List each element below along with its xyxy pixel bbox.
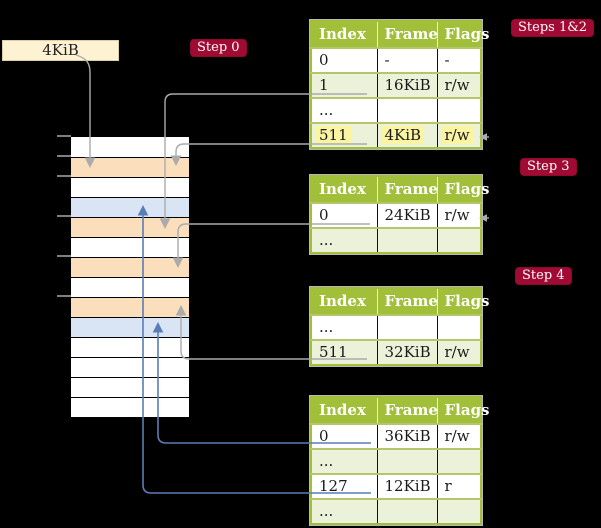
flags-cell: r/w xyxy=(437,339,481,365)
flags-cell xyxy=(437,314,481,340)
column-header: Index xyxy=(311,21,378,48)
memory-row-2 xyxy=(71,177,189,197)
flags-cell: r xyxy=(437,473,481,499)
flags-cell xyxy=(437,97,481,123)
memory-row-9 xyxy=(71,317,189,337)
column-header: Frame xyxy=(377,21,438,48)
index-cell: 0 xyxy=(311,47,378,73)
column-header: Flags xyxy=(437,397,490,424)
memory-row-1 xyxy=(71,157,189,177)
frame-cell: 12KiB xyxy=(377,473,438,499)
flags-cell: r/w xyxy=(437,423,481,449)
frame-cell xyxy=(377,448,438,474)
flags-cell xyxy=(437,498,481,524)
column-header: Flags xyxy=(437,176,490,203)
column-header: Index xyxy=(311,397,378,424)
flags-cell: - xyxy=(437,47,481,73)
memory-row-8 xyxy=(71,297,189,317)
flags-cell xyxy=(437,448,481,474)
memory-row-11 xyxy=(71,357,189,377)
frame-cell: 24KiB xyxy=(377,202,438,228)
frame-cell: 36KiB xyxy=(377,423,438,449)
index-cell: 1 xyxy=(311,72,378,98)
frame-cell xyxy=(377,314,438,340)
badge-step3: Step 3 xyxy=(520,158,577,176)
index-cell: 0 xyxy=(311,423,378,449)
flags-cell: r/w xyxy=(437,122,481,148)
flags-cell: r/w xyxy=(437,202,481,228)
badge-step4: Step 4 xyxy=(515,267,572,285)
column-header: Flags xyxy=(437,21,490,48)
table-row: 0-- xyxy=(311,47,481,73)
cr3-register-label: 4KiB xyxy=(42,41,79,59)
memory-row-5 xyxy=(71,237,189,257)
badge-steps12: Steps 1&2 xyxy=(511,19,595,37)
column-header: Index xyxy=(311,176,378,203)
physical-memory-stack xyxy=(70,136,190,417)
frame-cell: 16KiB xyxy=(377,72,438,98)
index-cell: ... xyxy=(311,227,378,253)
memory-row-12 xyxy=(71,377,189,397)
memory-row-10 xyxy=(71,337,189,357)
index-cell: ... xyxy=(311,498,378,524)
column-header: Frame xyxy=(377,176,438,203)
column-header: Index xyxy=(311,288,378,315)
frame-cell: 32KiB xyxy=(377,339,438,365)
memory-row-7 xyxy=(71,277,189,297)
highlighted-value: r/w xyxy=(441,125,473,144)
highlighted-value: 511 xyxy=(316,125,351,144)
table-row: ... xyxy=(311,97,481,123)
table-row: ... xyxy=(311,448,481,474)
frame-cell xyxy=(377,227,438,253)
table-row: 511 4KiB r/w xyxy=(311,122,481,148)
table-row: ... xyxy=(311,314,481,340)
table-row: ... xyxy=(311,227,481,253)
column-header: Frame xyxy=(377,288,438,315)
memory-row-0 xyxy=(71,137,189,157)
cr3-register-box: 4KiB xyxy=(2,40,119,61)
highlighted-value: 4KiB xyxy=(381,125,425,144)
frame-cell xyxy=(377,498,438,524)
index-cell: 127 xyxy=(311,473,378,499)
column-header: Frame xyxy=(377,397,438,424)
index-cell: ... xyxy=(311,314,378,340)
index-cell: 0 xyxy=(311,202,378,228)
flags-cell: r/w xyxy=(437,72,481,98)
frame-cell: 4KiB xyxy=(377,122,438,148)
flags-cell xyxy=(437,227,481,253)
index-cell: ... xyxy=(311,448,378,474)
memory-row-3 xyxy=(71,197,189,217)
index-cell: 511 xyxy=(311,339,378,365)
memory-row-4 xyxy=(71,217,189,237)
table-row: ... xyxy=(311,498,481,524)
badge-step0: Step 0 xyxy=(190,39,247,57)
index-cell: 511 xyxy=(311,122,378,148)
index-cell: ... xyxy=(311,97,378,123)
frame-cell xyxy=(377,97,438,123)
column-header: Flags xyxy=(437,288,490,315)
memory-row-13 xyxy=(71,397,189,417)
memory-row-6 xyxy=(71,257,189,277)
frame-cell: - xyxy=(377,47,438,73)
